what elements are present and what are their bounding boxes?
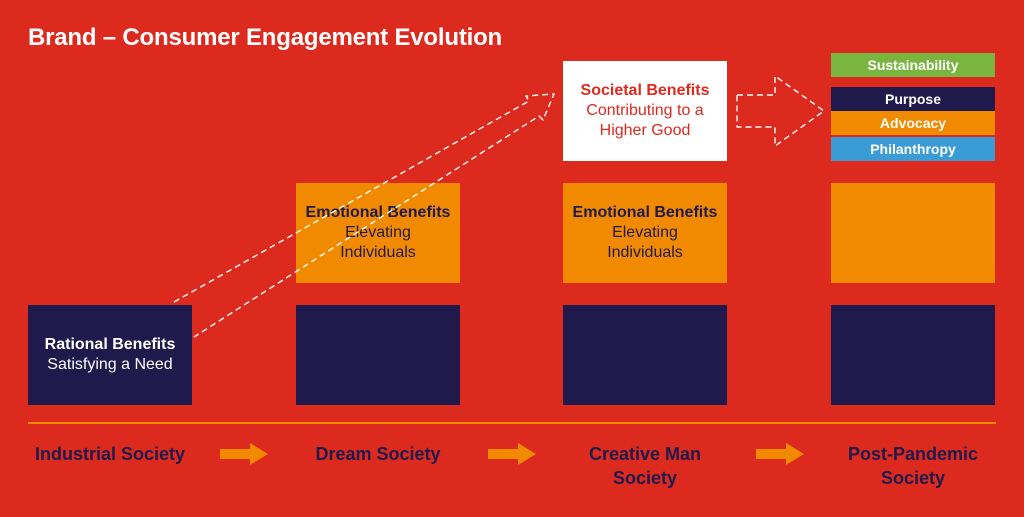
rational-benefits-box: Rational Benefits Satisfying a Need — [28, 305, 192, 405]
emotional-benefits-sub-line2: Individuals — [607, 244, 683, 261]
rational-benefits-subtitle: Satisfying a Need — [47, 356, 173, 373]
right-arrow-icon — [756, 443, 804, 465]
pillar-sustainability: Sustainability — [831, 53, 995, 77]
emotional-benefits-box-dream: Emotional Benefits Elevating Individuals — [296, 183, 460, 283]
societal-benefits-box: Societal Benefits Contributing to a High… — [563, 61, 727, 161]
stage-label-line1: Post-Pandemic — [847, 444, 979, 464]
pillar-purpose: Purpose — [831, 87, 995, 111]
stage-label-line1: Industrial Society — [34, 444, 186, 464]
stage-label-dream: Dream Society — [296, 442, 460, 466]
dashed-outline-arrow-icon — [736, 75, 825, 147]
stage-label-line2: Society — [880, 468, 946, 488]
stage-label-creative-man: Creative Man Society — [563, 442, 727, 490]
stage-label-line1: Creative Man — [588, 444, 702, 464]
stage-label-industrial: Industrial Society — [28, 442, 192, 466]
emotional-benefits-sub-line1: Elevating — [612, 224, 678, 241]
rational-benefits-heading: Rational Benefits — [44, 336, 176, 353]
emotional-block-postpandemic — [831, 183, 995, 283]
right-arrow-icon — [220, 443, 268, 465]
emotional-benefits-heading: Emotional Benefits — [305, 204, 451, 221]
emotional-benefits-sub-line1: Elevating — [345, 224, 411, 241]
page-title: Brand – Consumer Engagement Evolution — [28, 24, 502, 51]
societal-benefits-heading: Societal Benefits — [580, 82, 710, 99]
timeline-divider — [28, 422, 996, 424]
right-arrow-icon — [488, 443, 536, 465]
stage-label-line1: Dream Society — [315, 444, 441, 464]
societal-benefits-sub-line1: Contributing to a — [586, 102, 704, 119]
emotional-benefits-sub-line2: Individuals — [340, 244, 416, 261]
rational-block-postpandemic — [831, 305, 995, 405]
pillar-philanthropy: Philanthropy — [831, 137, 995, 161]
stage-label-post-pandemic: Post-Pandemic Society — [831, 442, 995, 490]
rational-block-creative — [563, 305, 727, 405]
emotional-benefits-box-creative: Emotional Benefits Elevating Individuals — [563, 183, 727, 283]
dashed-outline-arrow-icon — [173, 93, 555, 338]
stage-label-line2: Society — [612, 468, 678, 488]
rational-block-dream — [296, 305, 460, 405]
pillar-advocacy: Advocacy — [831, 111, 995, 135]
societal-benefits-sub-line2: Higher Good — [599, 122, 691, 139]
emotional-benefits-heading: Emotional Benefits — [572, 204, 718, 221]
